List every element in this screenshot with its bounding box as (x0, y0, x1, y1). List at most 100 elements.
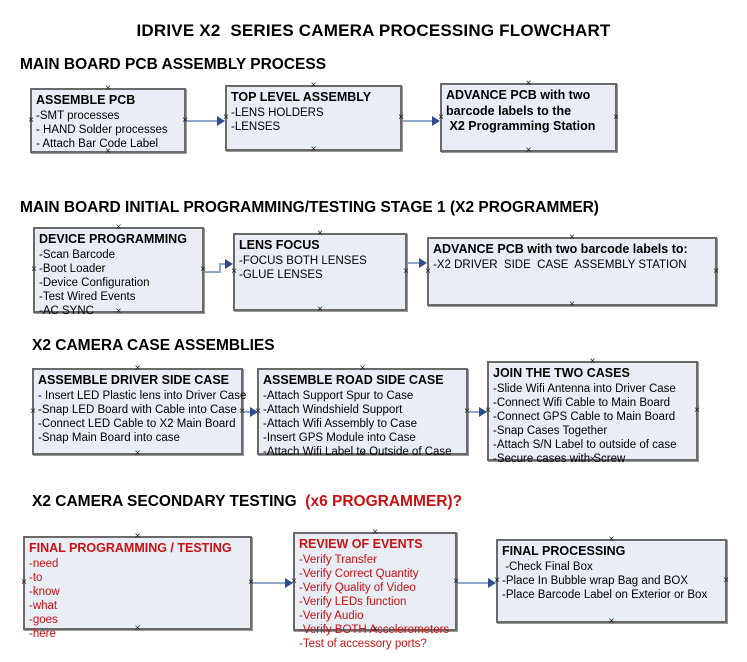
box-line: -Place In Bubble wrap Bag and BOX (502, 574, 689, 587)
box-top-level-assembly[interactable]: ×××× TOP LEVEL ASSEMBLY -LENS HOLDERS -L… (223, 81, 404, 155)
connection-point-icon: × (310, 144, 317, 155)
box-line: -Boot Loader (39, 262, 106, 275)
box-line: -Attach S/N Label to outside of case (493, 438, 677, 451)
arrow-head-icon (479, 407, 487, 417)
arrow-head-icon (225, 259, 233, 269)
connection-point-icon: × (713, 265, 719, 277)
box-device-programming[interactable]: ×××× DEVICE PROGRAMMING -Scan Barcode -B… (31, 223, 206, 317)
connection-point-icon: × (525, 145, 532, 156)
box-advance-pcb-programming-station[interactable]: ×××× ADVANCE PCB with two barcode labels… (438, 79, 619, 156)
connection-point-icon: × (403, 266, 409, 277)
box-assemble-pcb[interactable]: ×××× ASSEMBLE PCB -SMT processes - HAND … (28, 84, 188, 157)
box-line: -Verify BOTH Accelerometers (299, 623, 450, 636)
box-advance-pcb-driver-side[interactable]: ×××× ADVANCE PCB with two barcode labels… (425, 233, 719, 310)
box-title: ASSEMBLE PCB (36, 93, 136, 107)
section-4-header-text: X2 CAMERA SECONDARY TESTING (32, 493, 301, 510)
connection-point-icon: × (31, 264, 37, 275)
box-line: -know (29, 585, 60, 598)
box-line: -Secure cases with Screw (493, 452, 626, 465)
arrow-head-icon (250, 407, 258, 417)
connector-arrow (244, 407, 258, 417)
connection-point-icon: × (30, 405, 36, 417)
box-line: -Verify Quality of Video (299, 581, 416, 594)
connector-arrow (469, 407, 487, 417)
box-line: -Test of accessory ports? (299, 637, 427, 650)
box-line: -Verify LEDs function (299, 595, 407, 608)
box-line: -LENS HOLDERS (231, 106, 324, 119)
section-3-header-text: X2 CAMERA CASE ASSEMBLIES (32, 337, 275, 354)
box-line: -Attach Windshield Support (263, 403, 403, 416)
box-line: -Check Final Box (502, 560, 593, 573)
box-title: ASSEMBLE DRIVER SIDE CASE (38, 373, 230, 387)
box-line: -Verify Audio (299, 609, 364, 622)
connector-arrow (403, 116, 440, 126)
flowchart-title: IDRIVE X2 SERIES CAMERA PROCESSING FLOWC… (136, 21, 611, 40)
box-title: TOP LEVEL ASSEMBLY (231, 90, 372, 104)
box-assemble-driver-side-case[interactable]: ×××× ASSEMBLE DRIVER SIDE CASE - Insert … (30, 364, 246, 459)
box-title: FINAL PROGRAMMING / TESTING (29, 541, 232, 555)
box-title: ADVANCE PCB with two barcode labels to: (433, 242, 688, 256)
box-line: -here (29, 627, 56, 640)
connection-point-icon: × (134, 448, 141, 459)
connection-point-icon: × (200, 264, 206, 275)
connection-point-icon: × (317, 304, 323, 315)
box-line: -Place Barcode Label on Exterior or Box (502, 588, 708, 601)
box-line: -Test Wired Events (39, 290, 136, 303)
box-lens-focus[interactable]: ×××× LENS FOCUS -FOCUS BOTH LENSES -GLUE… (231, 229, 409, 315)
section-1-header-text: MAIN BOARD PCB ASSEMBLY PROCESS (20, 56, 327, 73)
box-title: FINAL PROCESSING (502, 544, 626, 558)
box-line: -Attach Wifi Assembly to Case (263, 417, 418, 430)
box-title: ADVANCE PCB with two barcode labels to t… (446, 88, 596, 133)
box-title: ASSEMBLE ROAD SIDE CASE (263, 373, 444, 387)
box-line: -Snap Cases Together (493, 424, 608, 437)
box-line: -Connect GPS Cable to Main Board (493, 410, 676, 423)
box-line: -Attach Wifi Label to Outside of Case (263, 445, 452, 458)
arrow-head-icon (285, 578, 293, 588)
arrow-head-icon (419, 258, 427, 268)
box-line: -Device Configuration (39, 276, 150, 289)
box-line: -LENSES (231, 120, 281, 133)
section-4-header-red: (x6 PROGRAMMER)? (301, 493, 463, 510)
box-line: -GLUE LENSES (239, 268, 323, 281)
connector-arrow (253, 578, 293, 588)
box-line: -FOCUS BOTH LENSES (239, 254, 367, 267)
section-4-header: X2 CAMERA SECONDARY TESTING (x6 PROGRAMM… (32, 493, 462, 511)
box-line: -Scan Barcode (39, 248, 116, 261)
box-line: - HAND Solder processes (36, 123, 168, 136)
connection-point-icon: × (28, 114, 34, 126)
section-2-header-text: MAIN BOARD INITIAL PROGRAMMING/TESTING S… (20, 199, 599, 216)
box-title: LENS FOCUS (239, 238, 320, 252)
box-line: -Snap LED Board with Cable into Case (38, 403, 237, 416)
box-line: -Insert GPS Module into Case (263, 431, 416, 444)
box-assemble-road-side-case[interactable]: ×××× ASSEMBLE ROAD SIDE CASE -Attach Sup… (255, 364, 470, 459)
connector-arrow (219, 259, 233, 269)
connection-point-icon: × (21, 577, 27, 588)
connector-arrow (408, 258, 427, 268)
connection-point-icon: × (425, 265, 431, 277)
connector-arrow (187, 116, 225, 126)
connection-point-icon: × (723, 575, 729, 586)
box-line: -to (29, 571, 43, 584)
box-line: -what (29, 599, 58, 612)
arrow-head-icon (217, 116, 225, 126)
box-final-processing[interactable]: ×××× FINAL PROCESSING -Check Final Box -… (494, 535, 729, 627)
connection-point-icon: × (694, 405, 700, 416)
connection-point-icon: × (569, 299, 575, 310)
connector-arrow-segment (219, 264, 221, 273)
connector-arrow-segment (205, 271, 221, 273)
connection-point-icon: × (608, 616, 615, 627)
box-join-the-two-cases[interactable]: ×××× JOIN THE TWO CASES -Slide Wifi Ante… (485, 357, 700, 465)
box-title: JOIN THE TWO CASES (493, 366, 630, 380)
box-line: -AC SYNC (39, 304, 94, 317)
box-line: -Snap Main Board into case (38, 431, 180, 444)
connector-arrow (458, 578, 496, 588)
arrow-head-icon (488, 578, 496, 588)
section-3-header: X2 CAMERA CASE ASSEMBLIES (32, 337, 275, 355)
box-line: -goes (29, 613, 58, 626)
box-review-of-events[interactable]: ×××× REVIEW OF EVENTS -Verify Transfer -… (291, 528, 459, 650)
box-line: -SMT processes (36, 109, 120, 122)
box-final-programming-testing[interactable]: ×××× FINAL PROGRAMMING / TESTING -need -… (21, 532, 254, 640)
box-line: -Connect LED Cable to X2 Main Board (38, 417, 236, 430)
box-title: REVIEW OF EVENTS (299, 537, 423, 551)
connection-point-icon: × (613, 111, 619, 123)
